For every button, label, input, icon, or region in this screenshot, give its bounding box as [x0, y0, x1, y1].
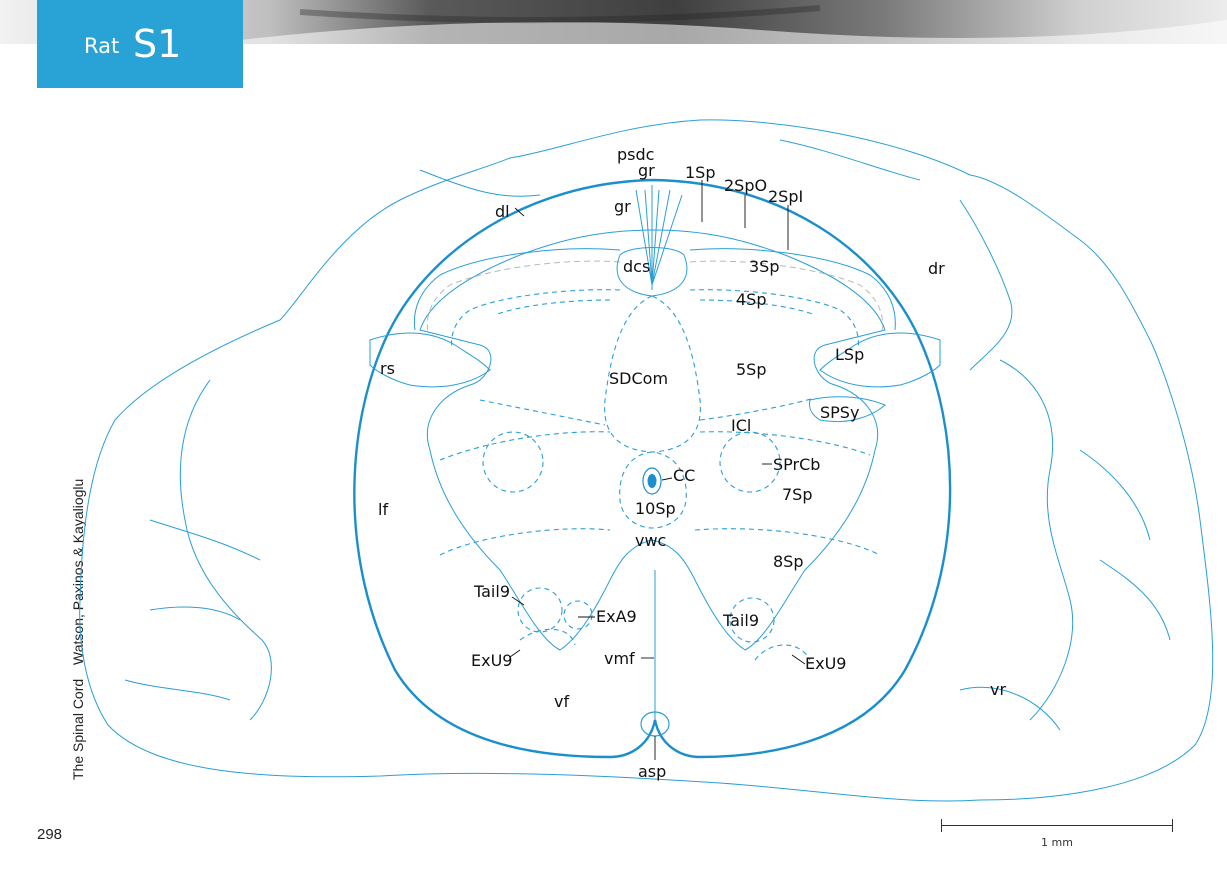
gray-matter-outline — [419, 229, 886, 651]
species-label: Rat — [84, 34, 120, 58]
spsy-region — [809, 396, 886, 423]
label-vr: vr — [990, 680, 1006, 699]
page-number: 298 — [37, 826, 63, 843]
outer-tissue-fold-left-2 — [124, 519, 261, 701]
label-gr: gr — [614, 197, 631, 216]
scale-bar-line — [941, 825, 1173, 826]
section-code: S1 — [133, 22, 182, 66]
lamina-10-region — [619, 451, 687, 529]
label-3sp: 3Sp — [749, 257, 780, 276]
dorsal-root-fold — [959, 199, 1013, 371]
exu9-right-nucleus — [754, 644, 811, 661]
scale-bar-tick-right — [1172, 819, 1173, 832]
label-vwc: vwc — [635, 531, 666, 550]
lamina-3-left — [451, 289, 621, 349]
leader-cc — [661, 477, 673, 481]
lamina-2-left — [426, 260, 621, 333]
label-icl: ICl — [731, 416, 751, 435]
lamina-1-left — [413, 248, 621, 331]
outer-tissue-fold-right — [999, 359, 1074, 721]
label-gr-top: gr — [638, 161, 655, 180]
gr-fan-1 — [635, 189, 683, 286]
leader-exu9-right — [791, 654, 806, 665]
lamina-1-right — [689, 248, 896, 331]
scale-bar: 1 mm — [941, 819, 1173, 859]
dcs-outline — [616, 247, 688, 297]
label-rs: rs — [380, 359, 395, 378]
label-dr: dr — [928, 259, 945, 278]
intermediate-band — [439, 431, 871, 461]
label-cc: CC — [673, 466, 695, 485]
exa9-nucleus — [563, 600, 593, 630]
sprcb-nucleus-left — [482, 431, 544, 493]
outer-tissue-fold-left — [179, 379, 272, 721]
rs-root — [369, 332, 491, 388]
label-7sp: 7Sp — [782, 485, 813, 504]
label-2spo: 2SpO — [724, 176, 767, 195]
label-2spi: 2SpI — [768, 187, 803, 206]
label-exu9-left: ExU9 — [471, 651, 512, 670]
exu9-left-nucleus — [519, 628, 576, 646]
label-vmf: vmf — [604, 649, 635, 668]
section-tab: Rat S1 — [37, 0, 243, 88]
label-exa9: ExA9 — [596, 607, 637, 626]
label-sprcb: SPrCb — [773, 455, 820, 474]
label-exu9-right: ExU9 — [805, 654, 846, 673]
label-vf: vf — [554, 692, 569, 711]
label-lsp: LSp — [835, 345, 864, 364]
lamina-3-right — [689, 289, 859, 349]
lamina-8-left — [439, 528, 611, 556]
label-10sp: 10Sp — [635, 499, 676, 518]
leader-tail9-left — [511, 596, 525, 606]
lsp-root — [819, 332, 941, 388]
label-8sp: 8Sp — [773, 552, 804, 571]
outer-tissue-fold-right-2 — [959, 449, 1171, 731]
lamina-2-right — [689, 260, 884, 333]
lamina-4-left — [494, 299, 611, 316]
label-1sp: 1Sp — [685, 163, 716, 182]
label-dl: dl — [495, 202, 510, 221]
top-fold — [419, 139, 921, 197]
label-lf: lf — [378, 500, 388, 519]
leader-exu9-left — [509, 649, 521, 658]
label-spsy: SPSy — [820, 403, 859, 422]
icl-band — [479, 397, 816, 426]
lamina-4-right — [699, 299, 816, 316]
spinal-cord-outline — [353, 178, 952, 759]
label-asp: asp — [638, 762, 666, 781]
outer-tissue-outline — [79, 119, 1214, 802]
label-psdc: psdc — [617, 145, 654, 164]
label-tail9-left: Tail9 — [473, 582, 510, 601]
central-canal-outline — [642, 467, 662, 495]
label-4sp: 4Sp — [736, 290, 767, 309]
label-dcs: dcs — [623, 257, 650, 276]
label-tail9-right: Tail9 — [722, 611, 759, 630]
central-canal — [647, 474, 657, 488]
sprcb-nucleus — [719, 431, 781, 493]
leader-dl — [514, 207, 525, 217]
scale-bar-label: 1 mm — [1041, 836, 1073, 849]
lamina-8-right — [694, 528, 881, 556]
label-sdcom: SDCom — [609, 369, 668, 388]
tail9-right-nucleus — [729, 597, 775, 643]
tail9-left-nucleus — [517, 587, 563, 633]
label-5sp: 5Sp — [736, 360, 767, 379]
